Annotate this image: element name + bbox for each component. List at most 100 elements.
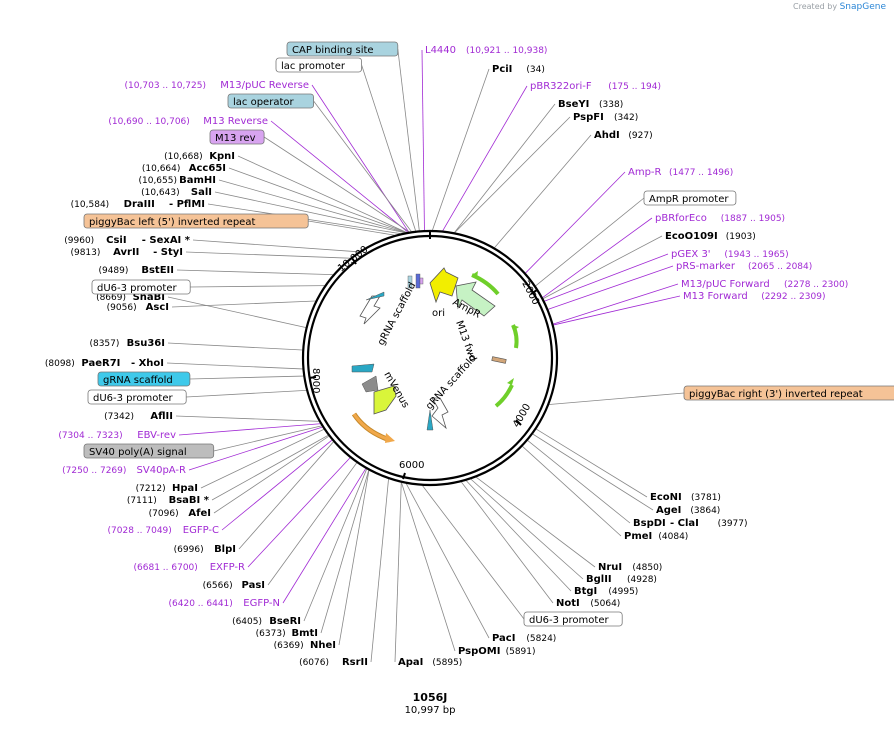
enzyme-leader-25 bbox=[175, 415, 319, 422]
feature-box-3 bbox=[209, 129, 265, 145]
ori-arrow bbox=[429, 267, 459, 304]
feature-label-4: piggyBac left (5') inverted repeat bbox=[89, 217, 255, 228]
feature-leader-11 bbox=[422, 485, 525, 620]
enzyme-leader-32 bbox=[192, 239, 359, 253]
enzyme-name-28: SnaBI bbox=[133, 292, 165, 303]
green-arrowhead-1 bbox=[472, 271, 478, 278]
snapgene-credit: Created by SnapGene bbox=[793, 2, 886, 12]
feature-leader-1 bbox=[361, 64, 417, 231]
tick-4000: 4000 bbox=[511, 402, 533, 430]
enzyme-name-30: BstEII bbox=[141, 265, 174, 276]
m13-rev-block bbox=[419, 277, 424, 285]
enzyme-extra-26: - XhoI bbox=[131, 358, 164, 369]
enzyme-leader-21 bbox=[238, 441, 334, 550]
primer-leader-11 bbox=[188, 426, 323, 471]
enzyme-name-21: BlpI bbox=[214, 544, 236, 555]
enzyme-leader-28 bbox=[167, 296, 306, 328]
green-arc-3 bbox=[494, 384, 514, 408]
enzyme-leader-6 bbox=[532, 433, 654, 511]
enzyme-extra-32: - SexAI * bbox=[142, 235, 191, 246]
du6-promoter-arrow-1 bbox=[431, 397, 449, 430]
enzyme-pos-20: (6566) bbox=[203, 581, 233, 591]
green-arrowhead-3 bbox=[507, 378, 514, 385]
primer-pos-14: (6420 .. 6441) bbox=[169, 599, 233, 609]
inner-label-grna-1: gRNA scaffold bbox=[376, 281, 418, 348]
primer-pos-12: (7028 .. 7049) bbox=[108, 526, 172, 536]
enzyme-leader-27 bbox=[167, 342, 303, 351]
enzyme-pos-25: (7342) bbox=[104, 412, 134, 422]
enzyme-pos-34: (10,643) bbox=[141, 188, 180, 198]
feature-label-5: AmpR promoter bbox=[649, 194, 729, 205]
enzyme-name-1: BseYI bbox=[558, 99, 589, 110]
enzyme-leader-7 bbox=[527, 440, 631, 524]
enzyme-pos-33: (10,584) bbox=[71, 200, 110, 210]
feature-leader-9 bbox=[213, 425, 322, 452]
enzyme-leader-24 bbox=[200, 429, 324, 489]
enzyme-name-0: PciI bbox=[492, 64, 512, 75]
lac-operator-block bbox=[407, 275, 413, 289]
feature-box-6 bbox=[91, 279, 191, 295]
enzyme-pos-28: (8669) bbox=[96, 293, 126, 303]
enzyme-name-22: AfeI bbox=[188, 508, 211, 519]
feature-box-8 bbox=[87, 389, 187, 405]
plasmid-name: 1056J bbox=[413, 691, 448, 704]
enzyme-name-2: PspFI bbox=[573, 112, 604, 123]
enzyme-pos-19: (6405) bbox=[232, 617, 262, 627]
enzyme-name-20: PasI bbox=[242, 580, 265, 591]
primer-name-7: M13 Forward bbox=[683, 291, 748, 302]
enzyme-name-24: HpaI bbox=[172, 483, 198, 494]
enzyme-leader-3 bbox=[494, 134, 592, 248]
grna-scaffold-block-2 bbox=[365, 291, 385, 301]
enzyme-leader-29 bbox=[171, 300, 316, 308]
mvenus-arrow bbox=[373, 385, 397, 415]
du6-promoter-arrow-2 bbox=[359, 295, 381, 325]
feature-box-0 bbox=[286, 41, 399, 57]
primer-leader-13 bbox=[247, 457, 351, 568]
feature-leader-2 bbox=[313, 100, 412, 232]
primer-pos-2: (1477 .. 1496) bbox=[669, 168, 733, 178]
enzyme-name-8: PmeI bbox=[624, 531, 652, 542]
enzyme-name-23: BsaBI * bbox=[169, 495, 210, 506]
feature-leader-0 bbox=[397, 48, 420, 231]
primer-name-5: pRS-marker bbox=[676, 261, 736, 272]
enzyme-name-29: AscI bbox=[146, 302, 169, 313]
primer-name-13: EXFP-R bbox=[210, 562, 245, 573]
enzyme-leader-19 bbox=[303, 469, 367, 622]
primer-leader-5 bbox=[548, 265, 674, 310]
enzyme-name-33: DraIII bbox=[124, 199, 155, 210]
feature-label-8: dU6-3 promoter bbox=[93, 393, 173, 404]
enzyme-pos-16: (6076) bbox=[299, 658, 329, 668]
enzyme-pos-17: (6369) bbox=[274, 641, 304, 651]
tick-2000: 2000 bbox=[519, 279, 541, 307]
enzyme-name-17: NheI bbox=[310, 640, 336, 651]
tick-6000: 6000 bbox=[399, 460, 424, 471]
enzyme-leader-20 bbox=[267, 462, 358, 586]
feature-box-5 bbox=[643, 190, 737, 206]
feature-leader-3 bbox=[263, 136, 410, 233]
primer-name-8: M13/pUC Reverse bbox=[220, 80, 309, 91]
enzyme-name-18: BmtI bbox=[291, 628, 318, 639]
leader-lines bbox=[166, 48, 685, 663]
enzyme-leader-18 bbox=[320, 470, 370, 634]
feature-label-1: lac promoter bbox=[281, 61, 346, 72]
green-arc-1 bbox=[471, 273, 500, 296]
primer-pos-1: (175 .. 194) bbox=[608, 82, 661, 92]
primer-name-2: Amp-R bbox=[628, 167, 662, 178]
enzyme-pos-8: (4084) bbox=[658, 532, 688, 542]
primer-leader-2 bbox=[525, 171, 626, 274]
enzyme-pos-21: (6996) bbox=[174, 545, 204, 555]
enzyme-pos-4: (1903) bbox=[726, 232, 756, 242]
enzyme-leader-2 bbox=[454, 116, 571, 233]
feature-label-3: M13 rev bbox=[215, 133, 256, 144]
enzyme-name-26: PaeR7I bbox=[81, 358, 120, 369]
enzyme-pos-10: (4928) bbox=[627, 575, 657, 585]
enzyme-extra-33: - PflMI bbox=[169, 199, 205, 210]
enzyme-leader-36 bbox=[228, 167, 406, 233]
enzyme-pos-12: (5064) bbox=[590, 599, 620, 609]
enzyme-name-19: BseRI bbox=[269, 616, 301, 627]
enzyme-pos-14: (5891) bbox=[506, 647, 536, 657]
enzyme-leader-8 bbox=[522, 446, 622, 537]
enzyme-name-5: EcoNI bbox=[650, 492, 682, 503]
enzyme-name-27: Bsu36I bbox=[127, 338, 165, 349]
primer-pos-4: (1943 .. 1965) bbox=[724, 250, 788, 260]
